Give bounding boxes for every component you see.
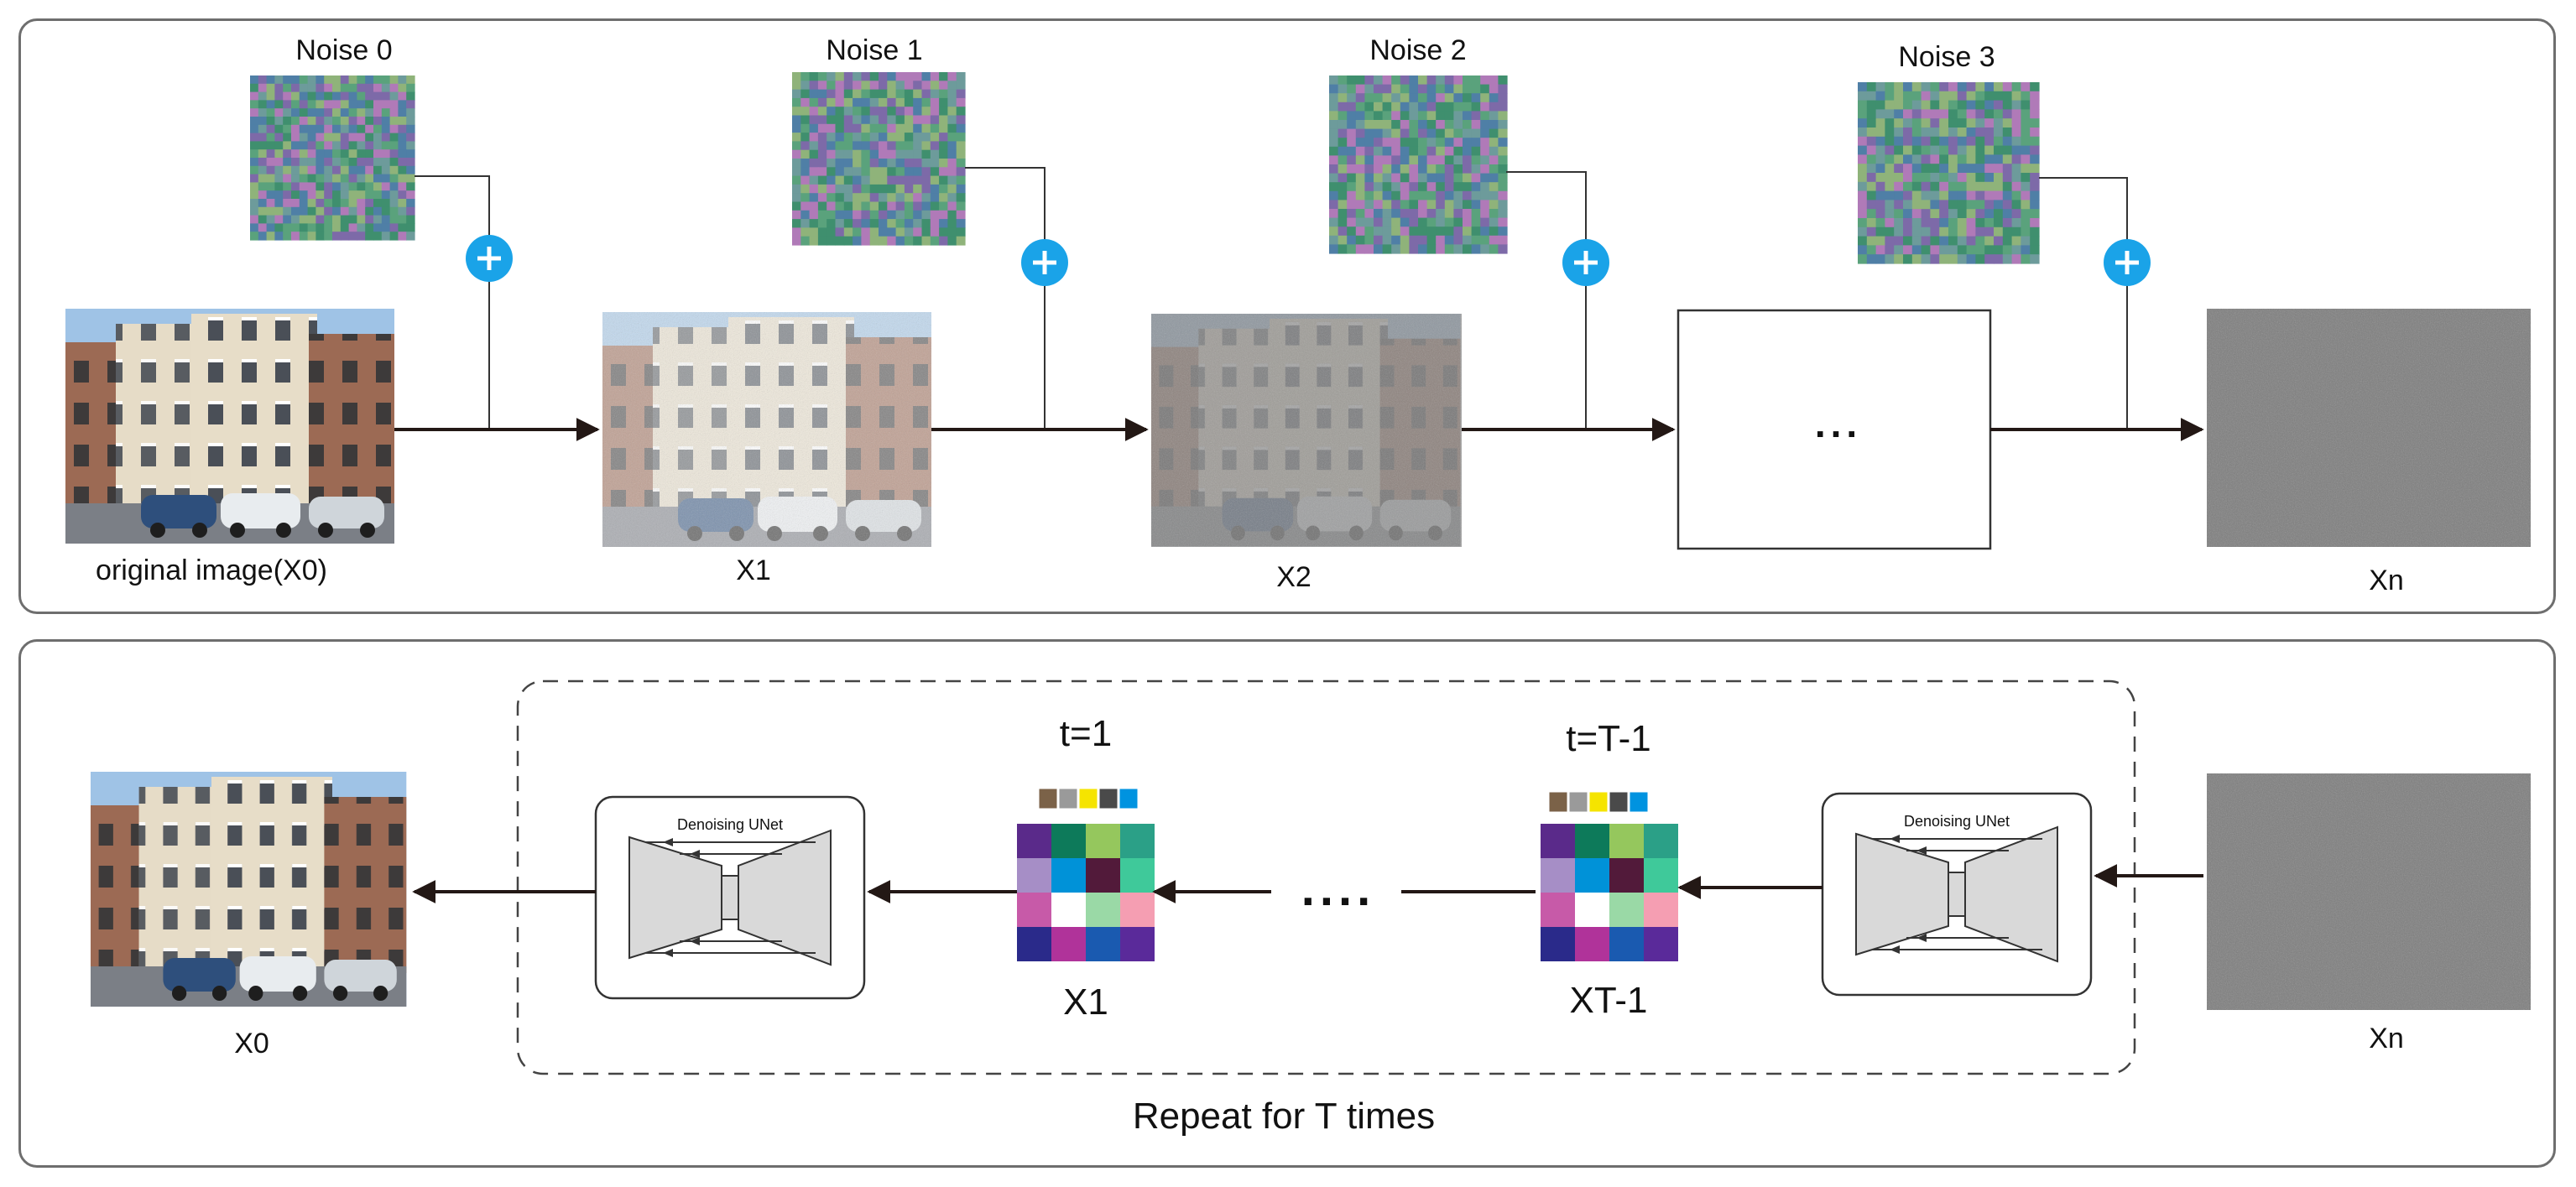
reverse-dots: .... <box>1301 862 1376 916</box>
ellipsis-box <box>1676 309 1992 550</box>
noise-square-3 <box>1858 82 2040 264</box>
unet-label-left: Denoising UNet <box>676 816 784 833</box>
repeat-caption: Repeat for T times <box>1132 1096 1436 1137</box>
unet-box-right <box>1821 792 2093 997</box>
unet-box-left <box>594 795 866 1000</box>
step-label-x0: original image(X0) <box>96 554 327 586</box>
reverse-label-x0: X0 <box>234 1028 269 1059</box>
noise-2-connector <box>1506 171 1587 430</box>
ellipsis-text: ... <box>1814 402 1863 445</box>
image-xn-top <box>2207 309 2531 547</box>
step-label-x1: X1 <box>736 554 771 586</box>
unet-label-right: Denoising UNet <box>1903 813 2010 830</box>
noise-square-2 <box>1329 75 1508 254</box>
noise-square-0 <box>250 75 415 241</box>
noise-label-2: Noise 2 <box>1369 34 1467 66</box>
reverse-diffusion-panel <box>18 639 2556 1168</box>
step-label-x2: X2 <box>1276 561 1311 593</box>
timestep-label-1: t=1 <box>1059 713 1113 754</box>
image-x1 <box>602 312 931 547</box>
reverse-input-xn <box>2207 773 2531 1010</box>
noise-0-connector <box>415 175 490 430</box>
latent-label-x1: X1 <box>1063 981 1108 1023</box>
reverse-label-xn: Xn <box>2369 1023 2404 1054</box>
original-image-x0 <box>65 309 394 544</box>
plus-circles <box>466 235 2151 286</box>
noise-label-1: Noise 1 <box>826 34 923 66</box>
noise-label-3: Noise 3 <box>1898 41 1995 73</box>
latent-grid-x1 <box>1017 788 1155 961</box>
latent-label-xt1: XT-1 <box>1569 980 1648 1021</box>
step-label-xn: Xn <box>2369 565 2404 596</box>
noise-square-1 <box>792 72 966 246</box>
reverse-output-x0 <box>91 772 407 1007</box>
latent-grid-xt1 <box>1541 791 1678 961</box>
timestep-label-t-1: t=T-1 <box>1566 718 1651 759</box>
noise-1-connector <box>965 167 1046 430</box>
image-x2 <box>1151 314 1462 547</box>
noise-3-connector <box>2039 177 2128 430</box>
repeat-region <box>516 679 2136 1075</box>
noise-label-0: Noise 0 <box>295 34 393 66</box>
